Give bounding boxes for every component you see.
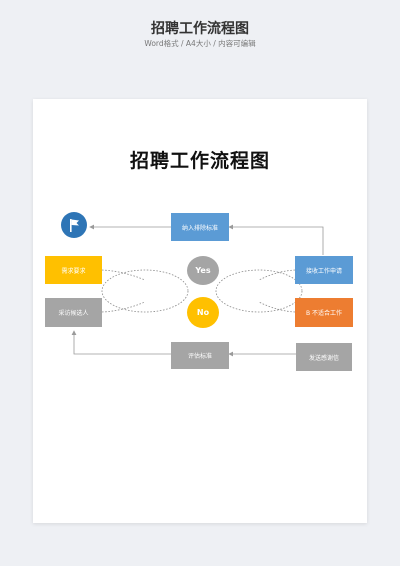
dotted-link-righttop bbox=[258, 269, 296, 281]
page-header-subtitle: Word格式 / A4大小 / 内容可编辑 bbox=[144, 39, 256, 48]
dotted-link-lefttop bbox=[101, 269, 146, 281]
box-right-top: 接收工作申请 bbox=[295, 256, 353, 284]
box-top: 纳入排除标准 bbox=[171, 213, 229, 241]
connector-right-to-top bbox=[228, 224, 324, 255]
dotted-loop-right bbox=[215, 269, 303, 313]
box-bottom: 评估标准 bbox=[171, 342, 229, 369]
box-right-lower: 发送感谢信 bbox=[296, 343, 352, 371]
dotted-link-rightbottom bbox=[258, 301, 296, 313]
page-header-title: 招聘工作流程图 bbox=[151, 21, 249, 37]
no-node: No bbox=[187, 297, 219, 328]
connector-bottom-to-left bbox=[71, 330, 171, 355]
yes-node: Yes bbox=[187, 256, 219, 285]
box-left-top: 需求要求 bbox=[45, 256, 102, 284]
document-title: 招聘工作流程图 bbox=[129, 150, 270, 172]
flag-icon bbox=[61, 212, 87, 238]
document-page: 招聘工作流程图 纳入排除标准 接收工作申请 B 不适合工作 发送感谢信 需求要求 bbox=[33, 99, 367, 523]
box-right-bottom: B 不适合工作 bbox=[295, 298, 353, 327]
box-left-bottom: 采访候选人 bbox=[45, 298, 102, 327]
dotted-loop-left bbox=[101, 269, 189, 313]
flow-connectors bbox=[71, 224, 324, 357]
dotted-link-leftbottom bbox=[101, 301, 146, 313]
